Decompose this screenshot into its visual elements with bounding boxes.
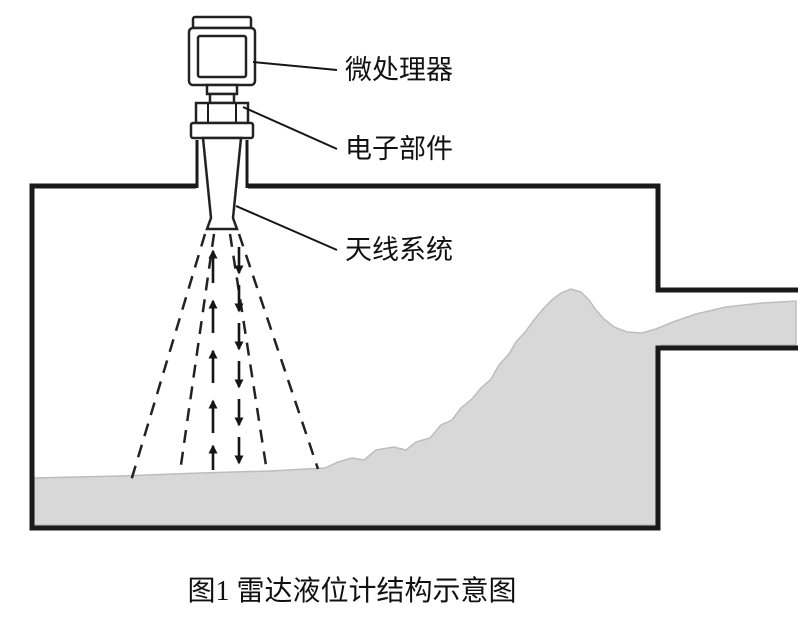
mounting-flange [189,121,255,140]
leader-antenna [235,205,338,251]
label-antenna: 天线系统 [345,235,453,265]
process-nut [194,101,250,125]
beam-dash-inner-right [228,233,269,473]
mounting-nozzle [195,140,249,188]
beam-dash-outer-left [129,233,207,482]
radar-gauge-device [187,15,257,231]
liquid-fill [33,288,797,526]
electronics-neck-lower [208,92,236,105]
leader-microprocessor [252,61,338,71]
beam-dash-outer-right [237,233,320,470]
radar-beam [129,233,320,482]
beam-dash-inner-left [178,233,216,473]
housing-cap [191,15,253,30]
label-electronics: 电子部件 [345,134,453,164]
housing-window [196,34,248,79]
electronics-neck-upper [205,83,239,96]
leader-electronics [242,106,338,150]
tank-outline [29,183,798,531]
wave-arrows [208,247,244,470]
callout-leaders [235,61,338,251]
antenna-horn [201,136,243,231]
label-microprocessor: 微处理器 [345,55,453,85]
figure-caption: 图1 雷达液位计结构示意图 [187,575,516,607]
